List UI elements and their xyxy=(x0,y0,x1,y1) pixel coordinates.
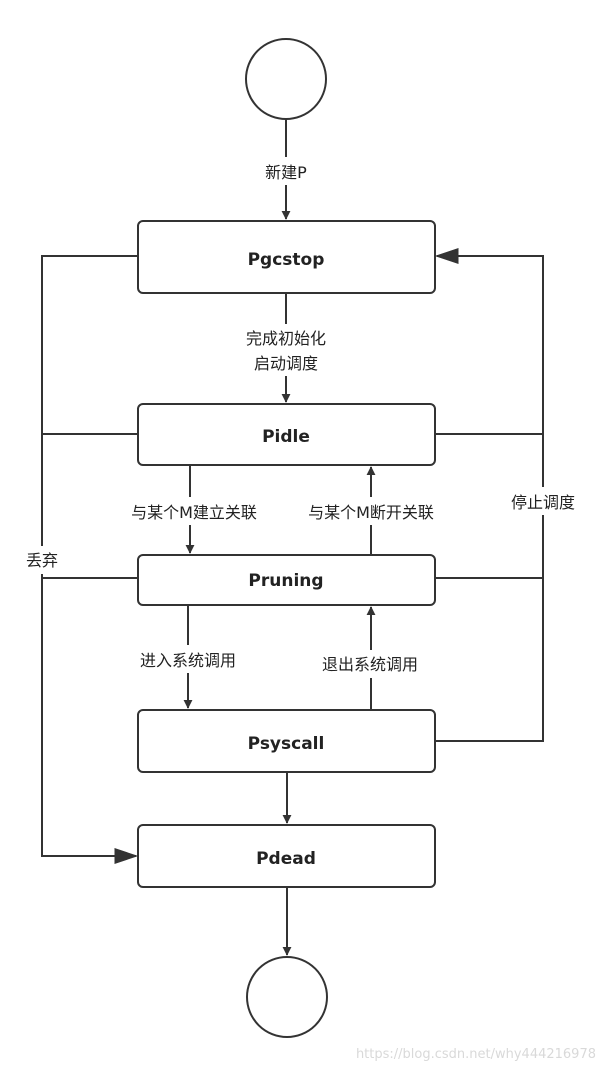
label-init-done-1: 完成初始化 xyxy=(246,329,326,348)
label-pruning: Pruning xyxy=(248,571,323,591)
label-discard: 丢弃 xyxy=(26,551,58,570)
label-new-p: 新建P xyxy=(265,163,307,182)
state-pruning xyxy=(137,554,436,606)
label-pgcstop: Pgcstop xyxy=(248,250,325,270)
end-node xyxy=(246,956,328,1038)
watermark: https://blog.csdn.net/why444216978 xyxy=(356,1047,596,1062)
label-pdead: Pdead xyxy=(256,849,316,869)
label-unbind-m: 与某个M断开关联 xyxy=(308,503,434,522)
label-exit-syscall: 退出系统调用 xyxy=(322,655,418,674)
label-pidle: Pidle xyxy=(262,427,310,447)
label-bind-m: 与某个M建立关联 xyxy=(131,503,257,522)
label-stop-sched: 停止调度 xyxy=(511,493,575,512)
start-node xyxy=(245,38,327,120)
label-psyscall: Psyscall xyxy=(248,734,325,754)
label-enter-syscall: 进入系统调用 xyxy=(140,651,236,670)
label-init-done-2: 启动调度 xyxy=(254,354,318,373)
